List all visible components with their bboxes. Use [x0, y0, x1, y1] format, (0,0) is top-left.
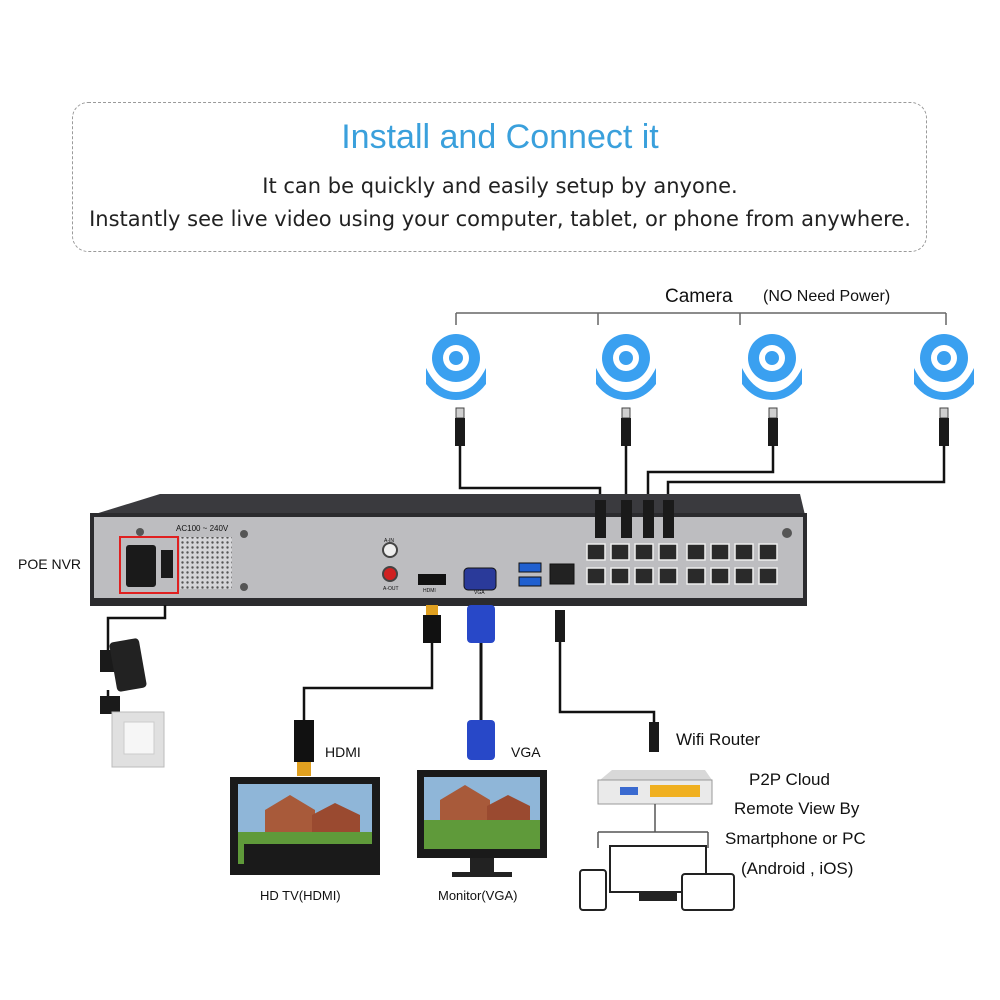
poe-port — [734, 543, 754, 561]
camera-bracket — [455, 312, 947, 325]
monitor — [417, 770, 547, 877]
audio-in-label: A-IN — [384, 538, 394, 544]
poe-nvr-device — [90, 494, 807, 606]
tv-label: HD TV(HDMI) — [260, 888, 341, 903]
poe-port-block — [586, 543, 778, 585]
hdmi-label: HDMI — [325, 744, 361, 760]
poe-port — [610, 543, 630, 561]
vga-cable — [467, 605, 495, 760]
header-frame — [72, 102, 927, 252]
cloud-line-3: Smartphone or PC — [725, 829, 866, 848]
poe-port — [758, 567, 778, 585]
nvr-top-plugs — [595, 500, 674, 538]
poe-port — [610, 567, 630, 585]
power-rating: AC100 ~ 240V — [176, 524, 229, 533]
monitor-label: Monitor(VGA) — [438, 888, 518, 903]
poe-port — [686, 567, 706, 585]
poe-port — [634, 543, 654, 561]
poe-port — [758, 543, 778, 561]
camera-icon-4 — [914, 334, 974, 400]
audio-in-jack — [382, 542, 398, 558]
hdmi-port-label: HDMI — [423, 588, 436, 594]
camera-label: Camera — [665, 286, 733, 307]
router-label: Wifi Router — [676, 730, 761, 749]
poe-port — [634, 567, 654, 585]
devices-icon — [579, 845, 735, 911]
rj45-plug-camera-2 — [621, 407, 631, 446]
hd-tv — [230, 777, 380, 875]
power-highlight — [119, 536, 179, 594]
wall-outlet — [111, 711, 165, 768]
hdmi-port-icon — [418, 574, 446, 585]
cloud-line-1: P2P Cloud — [749, 770, 830, 789]
lan-port-icon — [549, 563, 575, 585]
vga-label: VGA — [511, 744, 541, 760]
nvr-label: POE NVR — [18, 556, 82, 572]
wifi-router — [597, 770, 713, 805]
usb-port-icon-1 — [518, 562, 542, 573]
audio-out-label: A-OUT — [383, 586, 399, 592]
rj45-plug-camera-4 — [939, 407, 949, 446]
rj45-plug-camera-1 — [455, 407, 465, 446]
cloud-line-4: (Android , iOS) — [741, 859, 854, 878]
camera-note: (NO Need Power) — [763, 288, 891, 305]
vga-port-icon — [463, 567, 497, 591]
hdmi-cable — [294, 605, 441, 776]
power-adapter — [100, 605, 167, 714]
subtitle-line-1: It can be quickly and easily setup by an… — [262, 174, 738, 198]
page-title: Install and Connect it — [341, 118, 659, 156]
poe-port — [710, 567, 730, 585]
poe-port — [710, 543, 730, 561]
vent-grille — [180, 537, 232, 589]
cloud-line-2: Remote View By — [734, 799, 860, 818]
usb-port-icon-2 — [518, 576, 542, 587]
poe-port — [586, 543, 606, 561]
poe-port — [658, 543, 678, 561]
poe-port — [658, 567, 678, 585]
poe-port — [586, 567, 606, 585]
subtitle-line-2: Instantly see live video using your comp… — [89, 207, 911, 231]
router-device-lines — [597, 804, 709, 848]
poe-port — [686, 543, 706, 561]
camera-icon-1 — [426, 334, 486, 400]
lan-cable — [555, 610, 659, 752]
audio-out-jack — [382, 566, 398, 582]
camera-icon-3 — [742, 334, 802, 400]
poe-port — [734, 567, 754, 585]
camera-icon-2 — [596, 334, 656, 400]
rj45-plug-camera-3 — [768, 407, 778, 446]
vga-port-label: VGA — [474, 590, 485, 596]
